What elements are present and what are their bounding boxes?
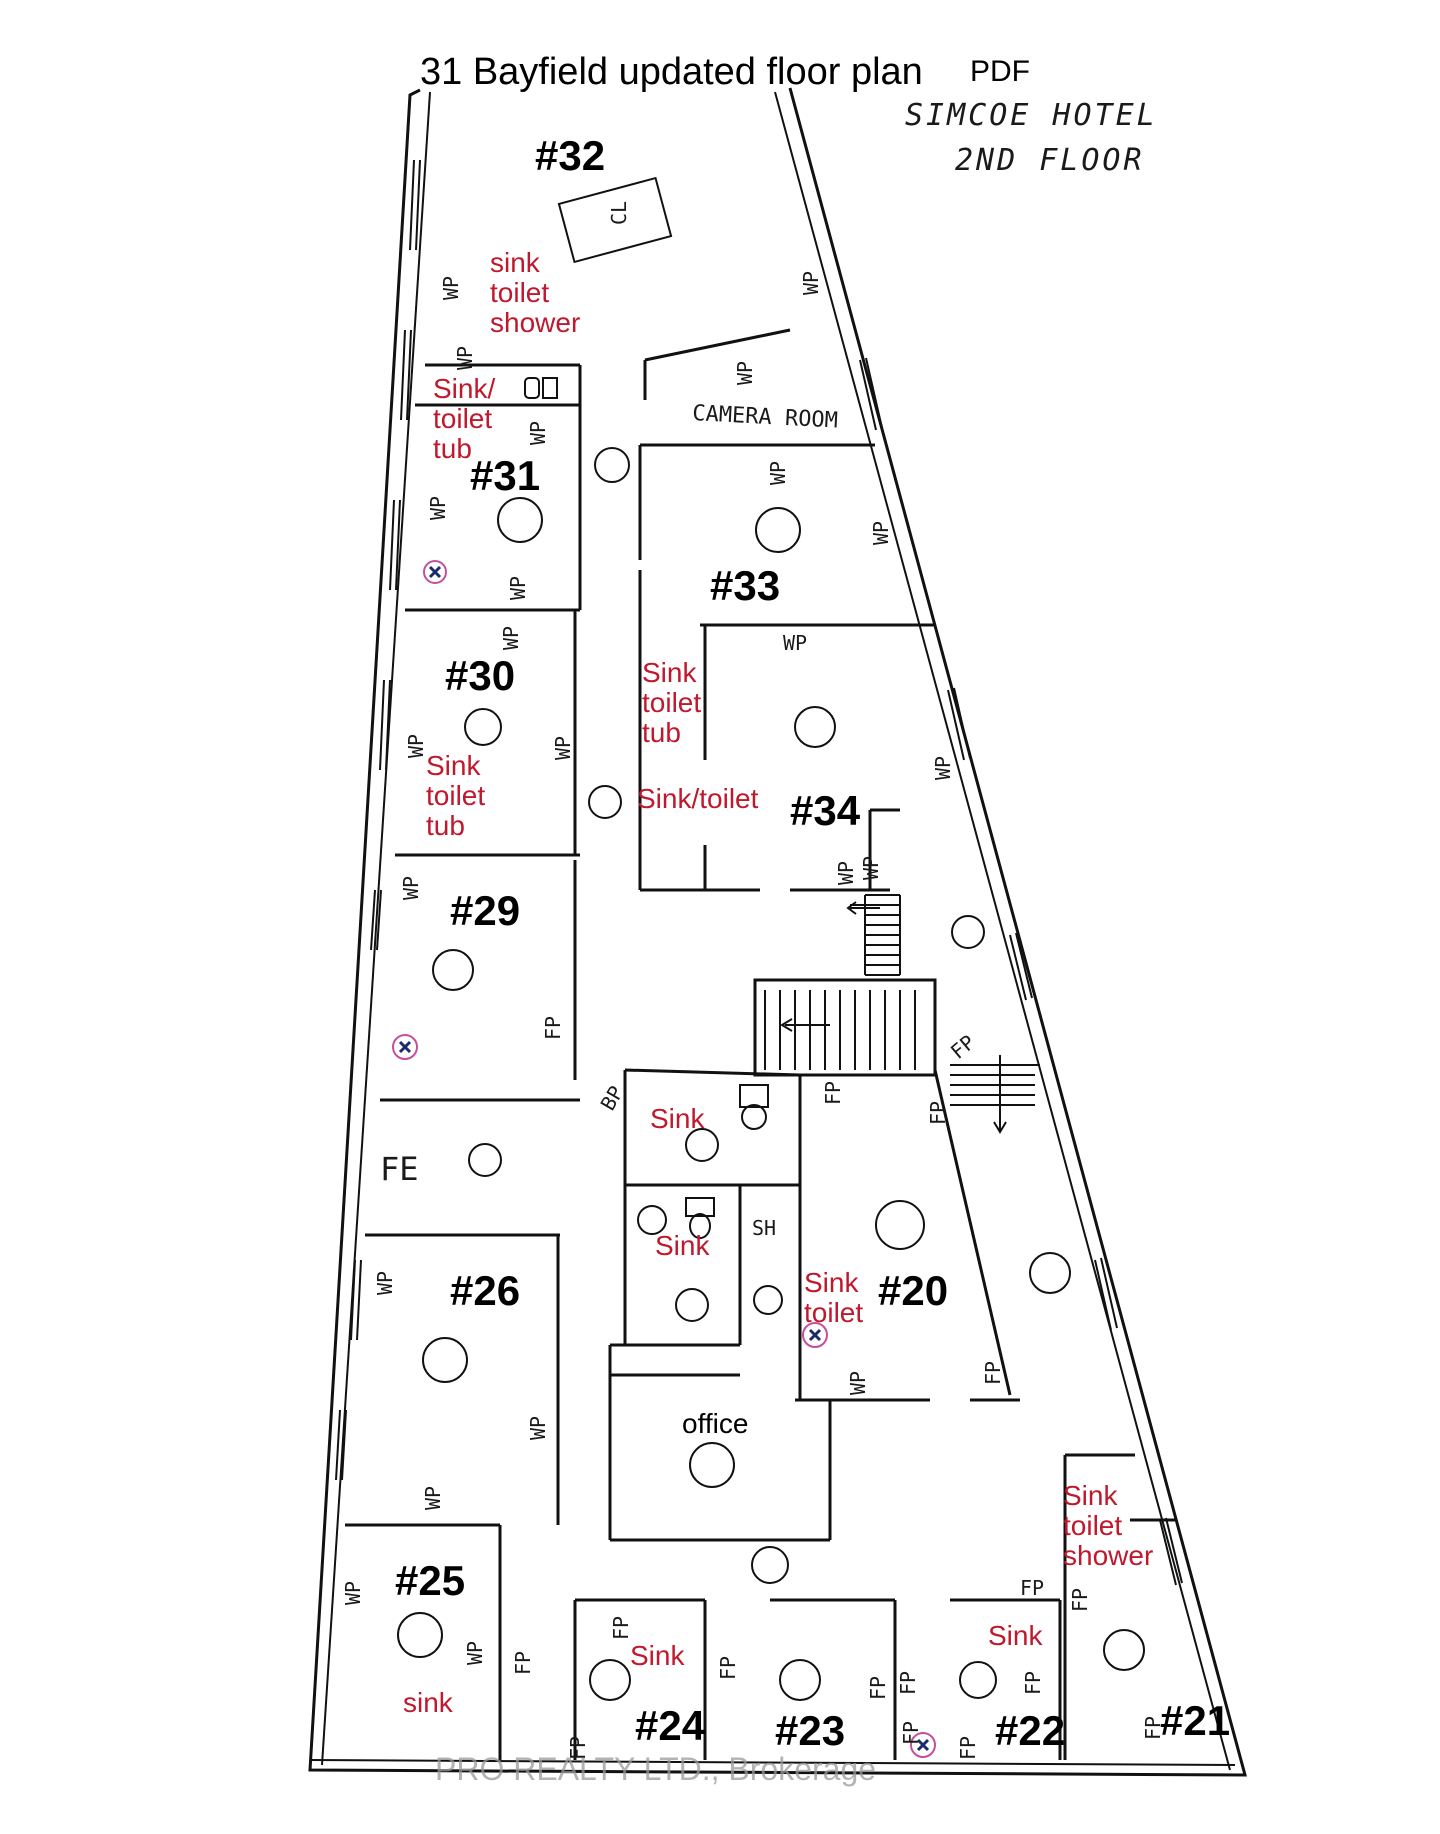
fp-tag: FP: [1068, 1588, 1092, 1612]
camera-room-label: CAMERA ROOM: [692, 401, 839, 434]
room-number: #23: [775, 1707, 845, 1754]
fixture-notes: sink toilet shower Sink/ toilet tub Sink…: [403, 247, 1153, 1718]
wp-tag: WP: [931, 756, 955, 780]
fp-tag: FP: [956, 1736, 980, 1760]
wp-tag: WP: [799, 271, 823, 295]
room-number: #21: [1160, 1697, 1230, 1744]
sh-tag: SH: [752, 1216, 776, 1240]
wp-tag: WP: [421, 1486, 445, 1510]
wp-tag: WP: [499, 626, 523, 650]
outer-walls: [308, 87, 1247, 1777]
note-31: Sink/: [433, 373, 495, 404]
wp-tag: WP: [766, 461, 790, 485]
wp-tag: WP: [426, 496, 450, 520]
room-number: #22: [995, 1707, 1065, 1754]
closet-32: [557, 176, 673, 264]
fp-tag: FP: [1021, 1671, 1045, 1695]
fp-tag: FP: [511, 1651, 535, 1675]
room-number: #24: [635, 1702, 706, 1749]
fp-tag: FP: [1020, 1576, 1044, 1600]
wp-tag: WP: [341, 1581, 365, 1605]
fp-tag: FP: [981, 1361, 1005, 1385]
interior-walls: [345, 328, 1175, 1760]
fp-tag: FP: [609, 1616, 633, 1640]
ceiling-light-marks: [397, 447, 1145, 1701]
room-number: #26: [450, 1267, 520, 1314]
fp-tag: FP: [866, 1676, 890, 1700]
room-number: #29: [450, 887, 520, 934]
note-32: shower: [490, 307, 580, 338]
note-30: toilet: [426, 780, 485, 811]
note-31: tub: [433, 433, 472, 464]
bp-tag: BP: [596, 1082, 629, 1115]
wp-tag: WP: [399, 876, 423, 900]
office-label: office: [682, 1408, 748, 1439]
fe-label: FE: [380, 1150, 419, 1188]
wp-tag: WP: [551, 736, 575, 760]
note-30: Sink: [426, 750, 481, 781]
note-22: Sink: [988, 1620, 1043, 1651]
wp-tag: WP: [783, 631, 807, 655]
note-33: toilet: [642, 687, 701, 718]
room-numbers: #32 #31 #30 #29 #26 #25 #24 #23 #22 #21 …: [395, 132, 1230, 1754]
note-33: Sink: [642, 657, 697, 688]
note-21: Sink: [1063, 1480, 1118, 1511]
note-24: Sink: [630, 1640, 685, 1671]
cl-tag: CL: [607, 201, 631, 225]
fp-tag: FP: [716, 1656, 740, 1680]
fp-tag: FP: [1141, 1716, 1165, 1740]
fp-tag: FP: [899, 1721, 923, 1745]
plan-title-suffix: PDF: [970, 55, 1030, 88]
fp-tag: FP: [896, 1671, 920, 1695]
note-34: Sink/toilet: [637, 783, 759, 814]
fp-tag: FP: [821, 1081, 845, 1105]
note-30: tub: [426, 810, 465, 841]
watermark: PRO REALTY LTD., Brokerage: [435, 1751, 876, 1787]
wp-tag: WP: [859, 856, 883, 880]
handwritten-title-1: SIMCOE HOTEL: [905, 98, 1158, 133]
fixtures: [524, 377, 769, 1239]
note-25: sink: [403, 1687, 454, 1718]
wp-tag: WP: [869, 521, 893, 545]
fp-tag: FP: [926, 1101, 950, 1125]
wp-tag: WP: [404, 734, 428, 758]
handwritten-title-2: 2ND FLOOR: [955, 143, 1145, 178]
note-31: toilet: [433, 403, 492, 434]
room-number: #32: [535, 132, 605, 179]
note-20: Sink: [804, 1267, 859, 1298]
detector-marks: [392, 560, 936, 1758]
fp-tag: FP: [566, 1736, 590, 1760]
staircases: [764, 894, 1040, 1134]
room-number: #33: [710, 562, 780, 609]
windows: [335, 159, 1183, 1586]
wp-tag: WP: [846, 1371, 870, 1395]
fp-tag: FP: [946, 1030, 980, 1064]
note-33: tub: [642, 717, 681, 748]
note-bath-1: Sink: [650, 1103, 705, 1134]
note-32: toilet: [490, 277, 549, 308]
room-number: #30: [445, 652, 515, 699]
room-number: #25: [395, 1557, 465, 1604]
wp-tag: WP: [453, 346, 477, 370]
wp-tag: WP: [526, 421, 550, 445]
wp-tag: WP: [373, 1271, 397, 1295]
note-32: sink: [490, 247, 541, 278]
plan-title: 31 Bayfield updated floor plan: [420, 51, 923, 93]
note-21: shower: [1063, 1540, 1153, 1571]
room-number: #31: [470, 452, 540, 499]
wp-tag: WP: [506, 576, 530, 600]
wp-tag: WP: [526, 1416, 550, 1440]
room-number: #34: [790, 787, 861, 834]
fp-tag: FP: [541, 1016, 565, 1040]
note-21: toilet: [1063, 1510, 1122, 1541]
wp-tag: WP: [463, 1641, 487, 1665]
wp-tag: WP: [733, 361, 757, 385]
note-20: toilet: [804, 1297, 863, 1328]
wp-tag: WP: [439, 276, 463, 300]
note-bath-2: Sink: [655, 1230, 710, 1261]
wp-tag: WP: [834, 861, 858, 885]
room-number: #20: [878, 1267, 948, 1314]
